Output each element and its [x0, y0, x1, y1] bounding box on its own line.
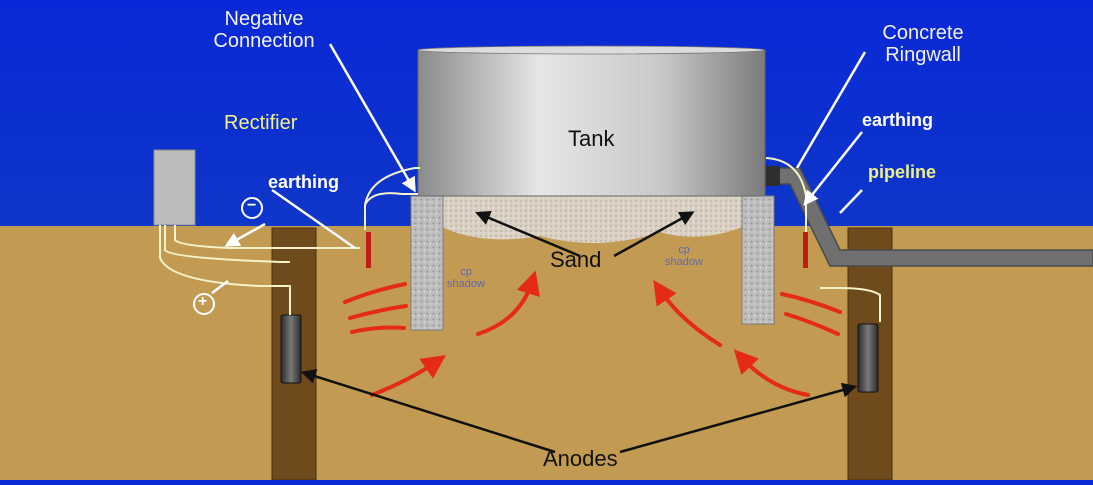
- rectifier-label: Rectifier: [224, 112, 298, 134]
- negative-connection-label: Negative Connection: [204, 8, 324, 52]
- minus-symbol: −: [247, 197, 257, 214]
- plus-symbol: +: [198, 293, 208, 310]
- anode-right: [857, 323, 879, 393]
- concrete-ringwall-line1: Concrete: [882, 22, 964, 44]
- concrete-ringwall-line2: Ringwall: [885, 44, 961, 66]
- negative-connection-line2: Connection: [213, 30, 315, 52]
- negative-connection-line1: Negative: [224, 8, 304, 30]
- cp-shadow-right-line1: cp: [678, 244, 690, 256]
- anodes-label: Anodes: [543, 446, 618, 471]
- ringwall-left: [410, 195, 444, 331]
- leader-lines: [211, 43, 867, 454]
- earthing-rod-left: [366, 232, 371, 268]
- sand-label: Sand: [550, 247, 602, 272]
- tank-top: [417, 45, 765, 55]
- soil-ground: [0, 226, 1093, 480]
- current-flow-arrows: [343, 270, 842, 397]
- minus-symbol-circle: [241, 197, 263, 219]
- earthing-rod-right: [803, 232, 808, 268]
- earthing-left-label: earthing: [268, 172, 340, 192]
- concrete-ringwall-label: Concrete Ringwall: [868, 22, 978, 66]
- cp-shadow-right-label: cp shadow: [664, 244, 704, 268]
- anode-left: [280, 314, 302, 384]
- ringwall-right: [741, 195, 775, 325]
- earthing-right-label: earthing: [862, 110, 934, 130]
- plus-symbol-circle: [193, 293, 215, 315]
- cp-shadow-right-line2: shadow: [665, 256, 703, 268]
- cp-shadow-left-line2: shadow: [447, 278, 485, 290]
- pipeline-flange: [766, 166, 780, 186]
- cp-shadow-left-label: cp shadow: [446, 266, 486, 290]
- tank-body: [417, 49, 766, 197]
- pipeline-label: pipeline: [868, 162, 937, 182]
- rectifier-box: [153, 149, 196, 226]
- cp-shadow-left-line1: cp: [460, 266, 472, 278]
- sand-mound: [440, 196, 745, 244]
- tank-label: Tank: [568, 126, 615, 151]
